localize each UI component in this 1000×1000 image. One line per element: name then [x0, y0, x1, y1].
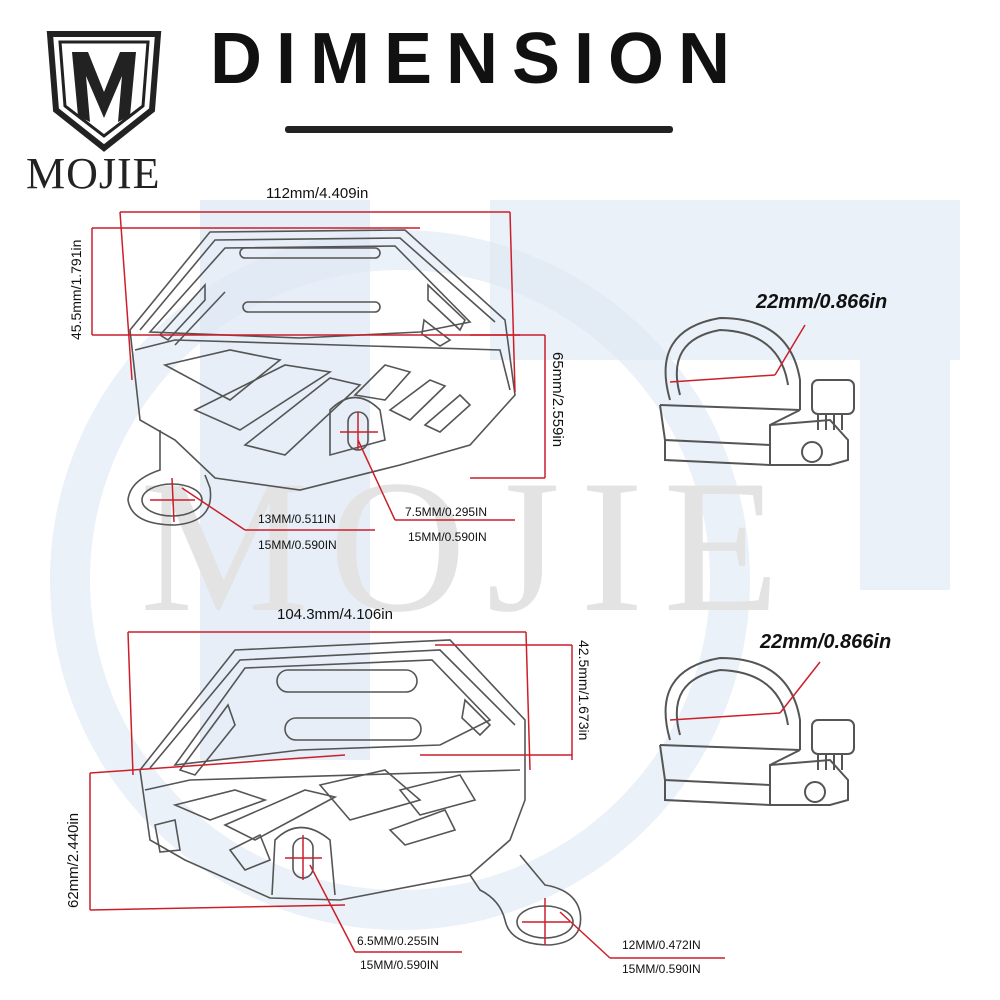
shield-m-logo-icon [46, 31, 162, 152]
guard-top-slot-inner-label: 7.5MM/0.295IN [405, 505, 488, 519]
guard-bottom-right-hole-outer-label: 15MM/0.590IN [622, 962, 701, 976]
guard-top-slot-outer-label: 15MM/0.590IN [408, 530, 487, 544]
guard-top-width-label: 112mm/4.409in [266, 185, 369, 202]
clamp-top-drawing [659, 316, 855, 467]
guard-bottom-slot-outer-label: 15MM/0.590IN [360, 958, 439, 972]
guard-top-left-hole-inner-label: 13MM/0.511IN [258, 512, 336, 526]
guard-bottom-right-hole-inner-label: 12MM/0.472IN [622, 938, 701, 952]
guard-bottom-slot-inner-label: 6.5MM/0.255IN [357, 934, 440, 948]
guard-top-left-hole-outer-label: 15MM/0.590IN [258, 538, 337, 552]
clamp-bottom-diameter-label: 22mm/0.866in [760, 631, 892, 653]
clamp-bottom-drawing [659, 656, 855, 807]
brand-name: MOJIE [26, 149, 161, 198]
watermark-text: MOJIE [140, 442, 799, 652]
clamp-top-diameter-label: 22mm/0.866in [756, 291, 888, 313]
title-underline [285, 126, 673, 133]
guard-bottom-width-label: 104.3mm/4.106in [277, 606, 393, 623]
page-title: DIMENSION [210, 19, 745, 99]
